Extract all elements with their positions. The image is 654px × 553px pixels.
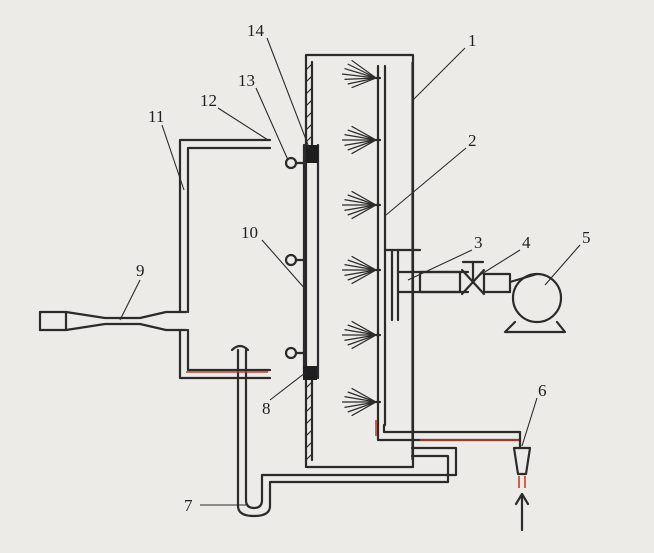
spray-nozzles [341, 59, 382, 417]
label-10: 10 [241, 223, 258, 242]
label-5: 5 [582, 228, 591, 247]
label-4: 4 [522, 233, 531, 252]
label-8: 8 [262, 399, 271, 418]
lower-seal-block [303, 366, 317, 380]
label-2: 2 [468, 131, 477, 150]
label-14: 14 [247, 21, 265, 40]
inner-column [302, 143, 320, 380]
drain-piping [230, 344, 522, 518]
label-3: 3 [474, 233, 483, 252]
label-11: 11 [148, 107, 164, 126]
valve [460, 260, 512, 296]
sampling-lines [178, 138, 272, 380]
spray-fan [342, 387, 382, 417]
spray-manifold [376, 64, 387, 427]
spray-fan [342, 255, 382, 285]
label-13: 13 [238, 71, 255, 90]
tower-shell [304, 53, 415, 469]
spray-fan [342, 190, 382, 220]
label-6: 6 [538, 381, 547, 400]
flowmeter [512, 430, 532, 532]
venturi-ejector [38, 310, 188, 332]
label-12: 12 [200, 91, 217, 110]
hatched-wall [305, 60, 314, 462]
sensor-taps [284, 156, 306, 360]
upper-seal-block [306, 145, 318, 163]
label-7: 7 [184, 496, 193, 515]
spray-fan [342, 320, 382, 350]
blower-fan [503, 272, 567, 334]
label-1: 1 [468, 31, 477, 50]
inlet-distributor [383, 248, 470, 322]
spray-fan [342, 125, 382, 155]
leader-lines [119, 37, 581, 506]
label-9: 9 [136, 261, 145, 280]
spray-fan [341, 59, 382, 89]
